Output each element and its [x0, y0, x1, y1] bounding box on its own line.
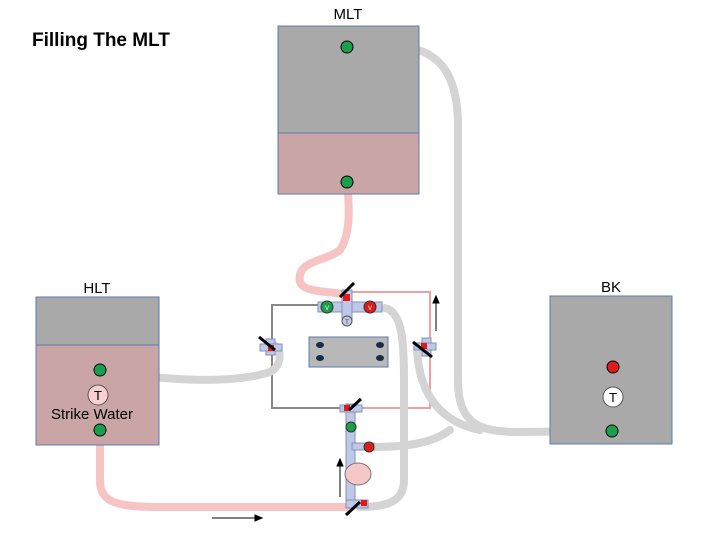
bottom-red-valve — [363, 441, 375, 453]
top-red-valve — [363, 300, 377, 314]
bk-tank — [549, 295, 673, 445]
page-title: Filling The MLT — [32, 30, 170, 51]
top-temp-probe — [341, 315, 353, 327]
hose-right-loop — [356, 304, 408, 511]
bottom-green-valve — [345, 421, 357, 433]
bk-thermometer-label: T — [609, 390, 617, 405]
mlt-top-port — [340, 40, 354, 54]
bk-bottom-port — [605, 424, 619, 438]
hose-red-valve-out — [368, 426, 454, 451]
hose-right-valve — [413, 344, 484, 434]
flow-arrows — [212, 294, 440, 522]
bk-red-port — [606, 360, 620, 374]
plate-chiller — [308, 336, 389, 368]
bk-thermometer — [602, 386, 624, 408]
frame-gray-line — [271, 304, 345, 409]
bk-label: BK — [600, 279, 621, 296]
mlt-bottom-port — [340, 175, 354, 189]
mlt-tank — [277, 25, 420, 195]
top-temp-probe-label: T — [345, 320, 349, 326]
bottom-manifold — [339, 397, 375, 517]
hlt-bottom-port — [93, 423, 107, 437]
pump — [344, 462, 372, 486]
mlt-label: MLT — [333, 6, 363, 23]
top-green-valve-label: V — [325, 306, 329, 312]
top-manifold — [317, 281, 383, 327]
top-green-valve — [320, 300, 334, 314]
top-red-valve-label: V — [368, 306, 372, 312]
left-valve — [258, 335, 283, 356]
hlt-thermometer-label: T — [94, 388, 102, 403]
hlt-contents-label: Strike Water — [51, 406, 133, 423]
hlt-thermometer — [87, 384, 109, 406]
hlt-label: HLT — [83, 280, 111, 297]
hlt-tank — [35, 296, 160, 446]
hose-mlt-bottom — [295, 178, 353, 300]
hlt-outlet-port — [93, 363, 107, 377]
right-valve — [412, 337, 437, 359]
hose-hlt-to-pump — [96, 426, 354, 511]
